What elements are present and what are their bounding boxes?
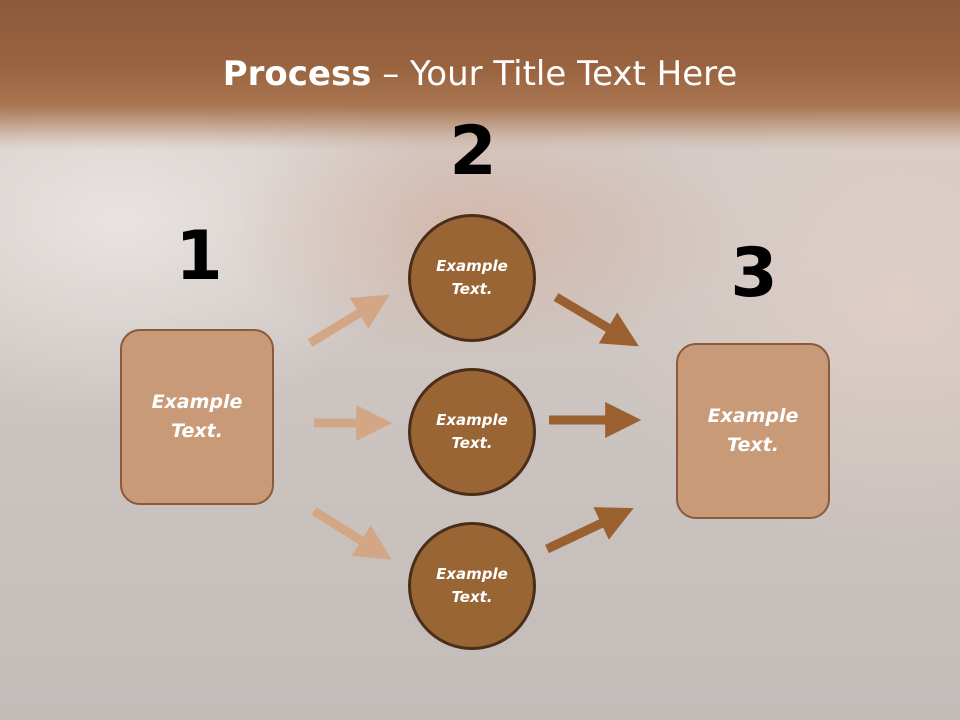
- middle-node-center-text: Example Text.: [436, 411, 508, 452]
- middle-node-bottom: Example Text.: [408, 522, 536, 650]
- slide-title: Process – Your Title Text Here: [0, 50, 960, 98]
- step-3-box: Example Text.: [676, 343, 830, 519]
- title-bold: Process: [222, 54, 372, 94]
- step-1-box: Example Text.: [120, 329, 274, 505]
- title-banner: [0, 0, 960, 150]
- step-number-2: 2: [449, 112, 497, 191]
- step-number-1: 1: [175, 217, 223, 296]
- step-number-3: 3: [730, 234, 778, 313]
- middle-node-top: Example Text.: [408, 214, 536, 342]
- arrow-2-bottom-to-3: [545, 507, 634, 554]
- step-3-text: Example Text.: [707, 405, 799, 456]
- middle-node-top-text: Example Text.: [436, 257, 508, 298]
- arrow-1-to-2-bottom: [311, 507, 392, 560]
- title-rest: – Your Title Text Here: [371, 54, 738, 94]
- middle-node-center: Example Text.: [408, 368, 536, 496]
- step-1-text: Example Text.: [151, 391, 243, 442]
- arrow-1-to-2-top: [307, 294, 390, 347]
- arrow-2-top-to-3: [553, 293, 639, 347]
- middle-node-bottom-text: Example Text.: [436, 565, 508, 606]
